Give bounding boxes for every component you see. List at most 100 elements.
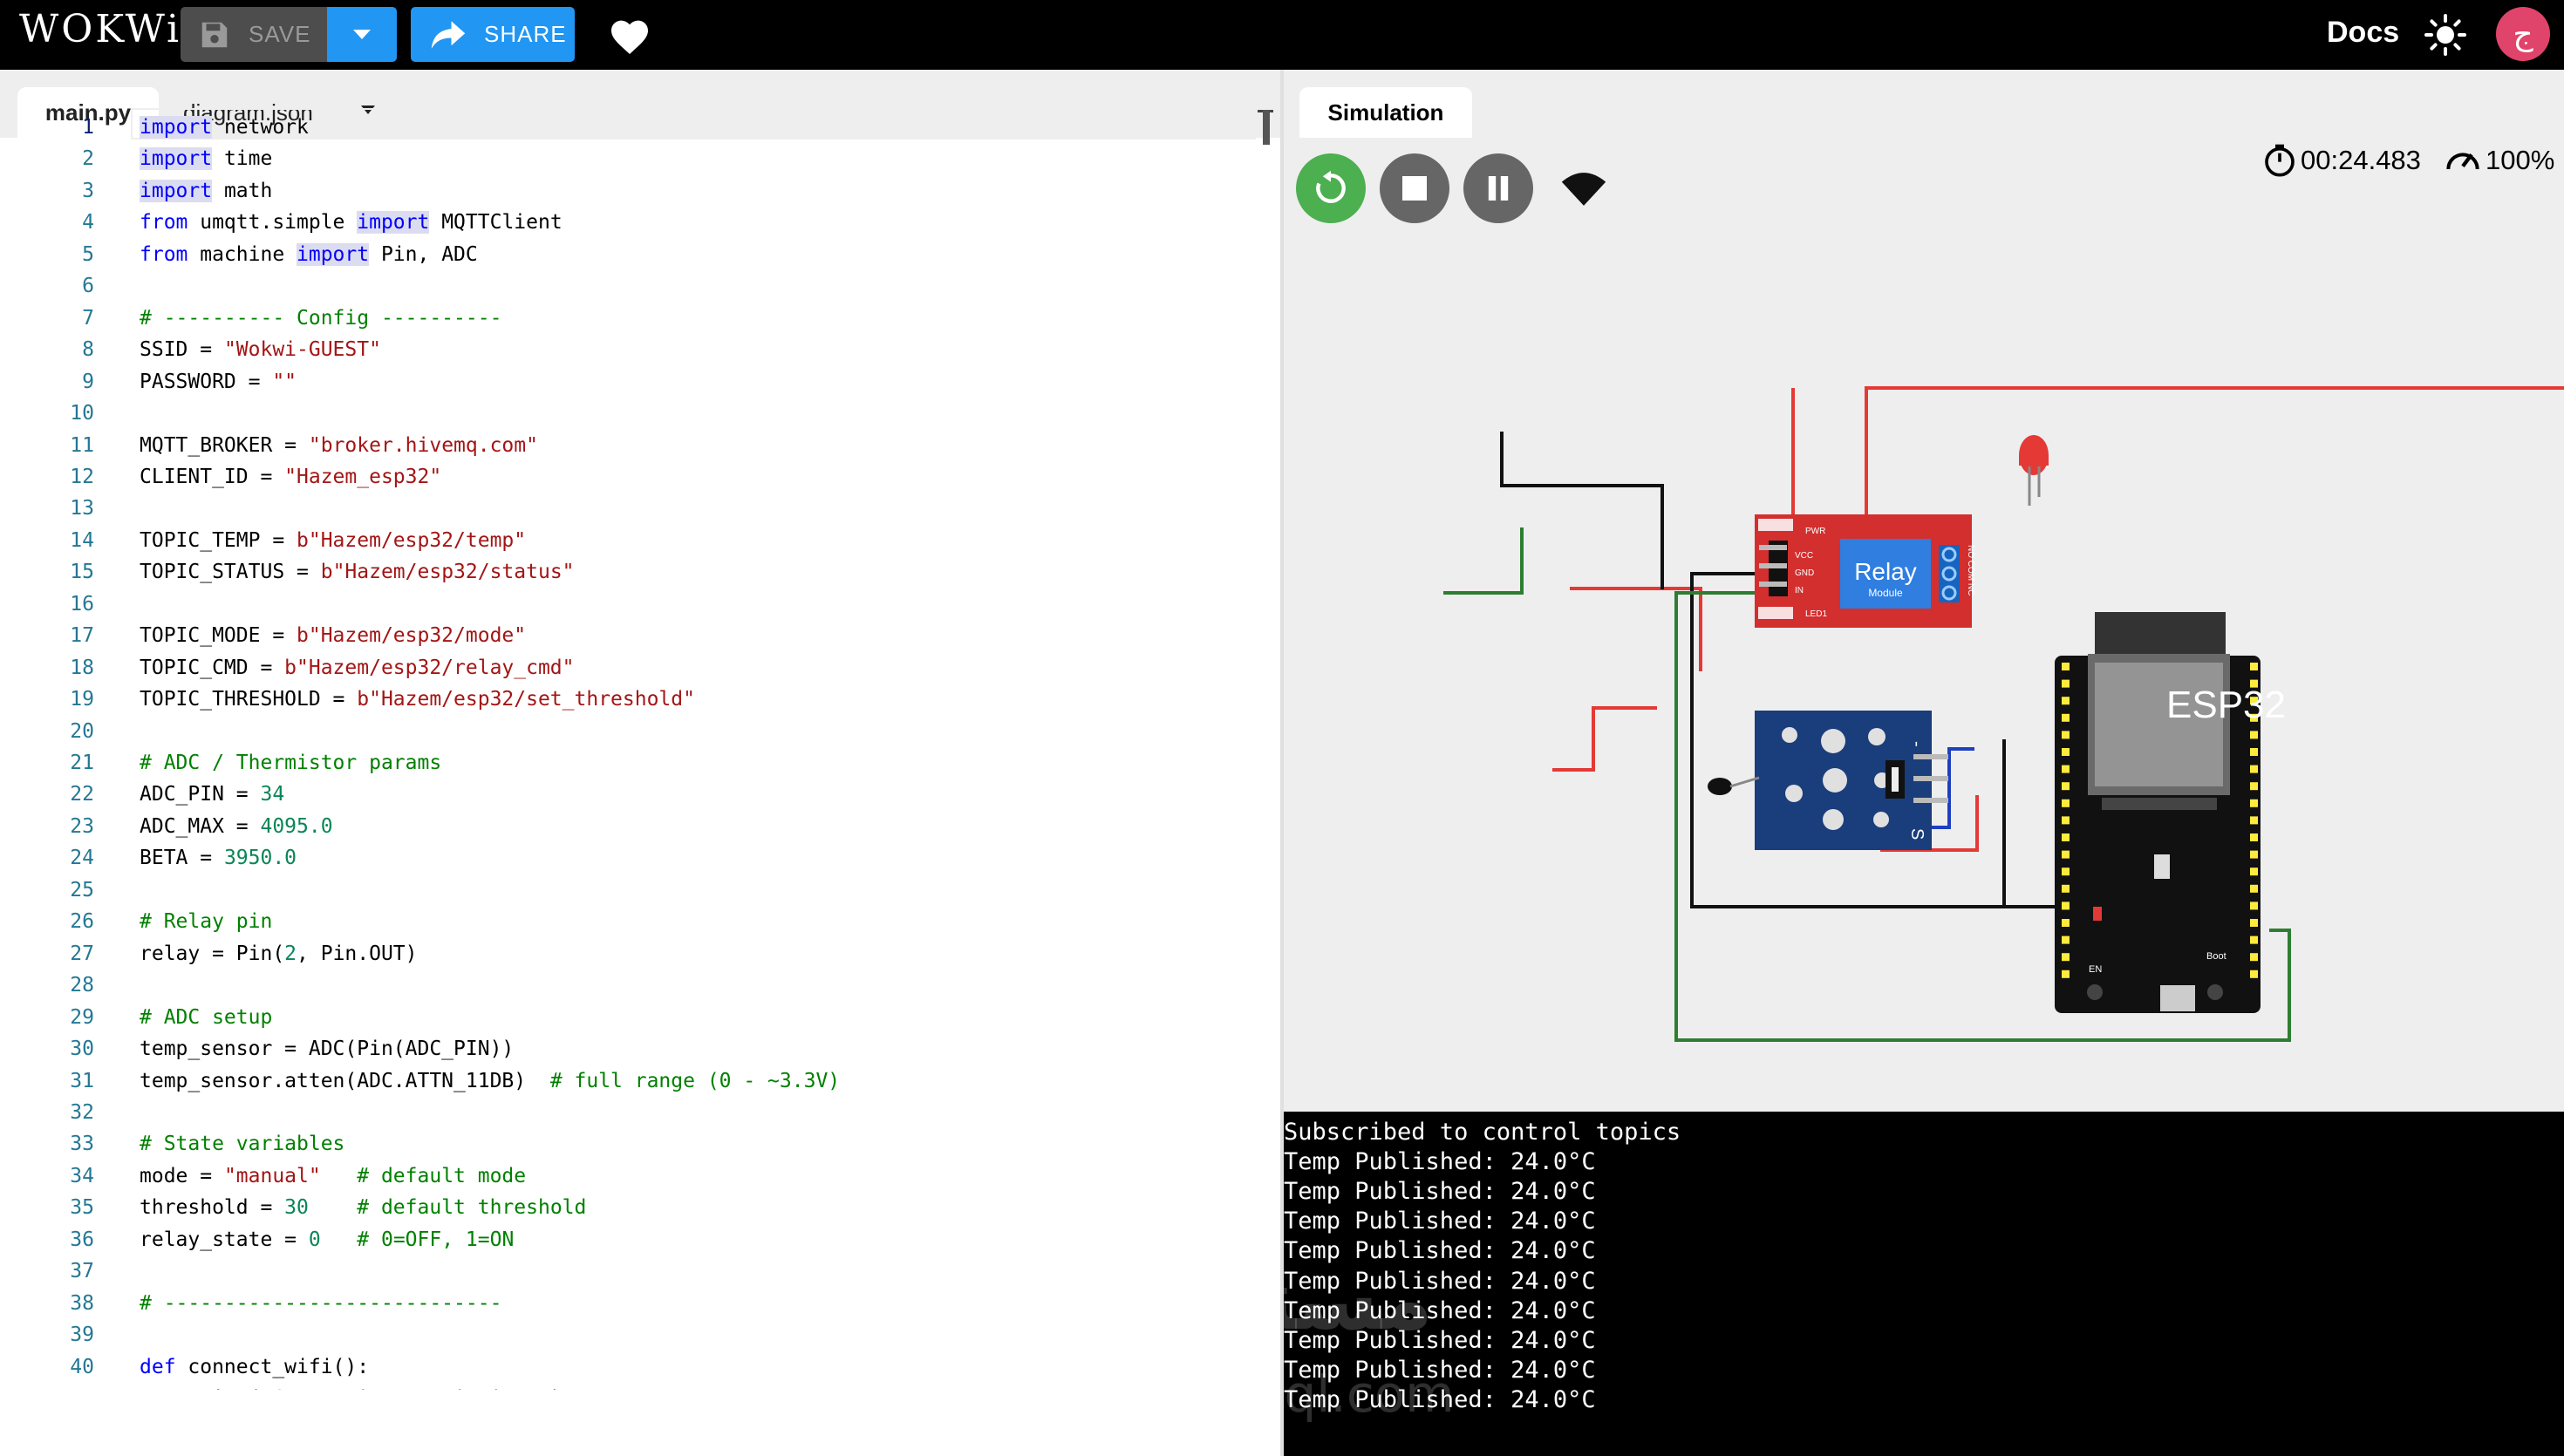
save-button[interactable]: SAVE bbox=[181, 7, 327, 62]
line-number: 34 bbox=[70, 1164, 94, 1187]
line-number: 35 bbox=[70, 1196, 94, 1220]
relay-pin-vcc: VCC bbox=[1795, 551, 1813, 561]
esp32-pin bbox=[2062, 765, 2070, 773]
restart-simulation-button[interactable] bbox=[1296, 153, 1366, 223]
esp32-pin bbox=[2062, 953, 2070, 962]
code-line[interactable]: 26# Relay pin bbox=[0, 906, 1256, 937]
esp32-pin bbox=[2250, 833, 2258, 841]
pause-simulation-button[interactable] bbox=[1463, 153, 1533, 223]
esp32-pin bbox=[2062, 713, 2070, 722]
code-line[interactable]: 16 bbox=[0, 589, 1256, 620]
panel-splitter[interactable] bbox=[1280, 70, 1284, 1456]
code-line[interactable]: 9 PASSWORD = "" bbox=[0, 366, 1256, 398]
code-text: MQTT_BROKER = "broker.hivemq.com" bbox=[140, 433, 538, 457]
code-text: TOPIC_MODE = b"Hazem/esp32/mode" bbox=[140, 624, 527, 648]
speedometer-icon bbox=[2446, 153, 2479, 170]
code-line[interactable]: 21# ADC / Thermistor params bbox=[0, 747, 1256, 779]
code-line[interactable]: 25 bbox=[0, 874, 1256, 906]
line-number: 11 bbox=[70, 433, 94, 457]
code-line[interactable]: 29# ADC setup bbox=[0, 1002, 1256, 1033]
wifi-icon[interactable] bbox=[1561, 171, 1606, 208]
code-line[interactable]: 38# ---------------------------- bbox=[0, 1288, 1256, 1319]
red-led bbox=[2019, 435, 2049, 506]
code-line[interactable]: 7# ---------- Config ---------- bbox=[0, 303, 1256, 334]
code-line[interactable]: 13 bbox=[0, 493, 1256, 524]
relay-pwr-label: PWR bbox=[1805, 527, 1825, 536]
share-button[interactable]: SHARE bbox=[411, 7, 575, 62]
save-options-dropdown[interactable] bbox=[327, 7, 397, 62]
circuit-diagram[interactable]: ESP32 Relay Module PWR LED1 VCC GND IN N… bbox=[1284, 70, 2564, 1112]
tabs-menu-chevron-icon[interactable] bbox=[358, 103, 378, 117]
code-line[interactable]: 33# State variables bbox=[0, 1128, 1256, 1160]
line-number: 13 bbox=[70, 497, 94, 520]
esp32-pins bbox=[2062, 663, 2258, 978]
console-line: Temp Published: 24.0°C bbox=[1284, 1326, 1596, 1354]
code-line[interactable]: 20 bbox=[0, 716, 1256, 747]
relay-module bbox=[1755, 514, 1972, 628]
tab-simulation[interactable]: Simulation bbox=[1299, 87, 1472, 138]
sun-icon[interactable] bbox=[2424, 14, 2466, 56]
heart-icon[interactable] bbox=[609, 17, 651, 56]
esp32-boot-label: Boot bbox=[2206, 951, 2226, 962]
line-number: 21 bbox=[70, 752, 94, 774]
code-line[interactable]: 11 MQTT_BROKER = "broker.hivemq.com" bbox=[0, 430, 1256, 461]
code-line[interactable]: 4 from umqtt.simple import MQTTClient bbox=[0, 207, 1256, 238]
console-line: Temp Published: 24.0°C bbox=[1284, 1385, 1596, 1413]
code-text: SSID = "Wokwi-GUEST" bbox=[140, 338, 381, 362]
code-line[interactable]: 28 bbox=[0, 970, 1256, 1001]
code-editor-panel: main.py diagram.json bbox=[0, 70, 1282, 1456]
wire-red-top bbox=[1865, 386, 2564, 529]
code-text: TOPIC_STATUS = b"Hazem/esp32/status" bbox=[140, 561, 575, 584]
sensor-s-label: S bbox=[1907, 828, 1926, 840]
esp32-pin bbox=[2250, 867, 2258, 876]
code-text: PASSWORD = "" bbox=[140, 370, 297, 393]
pause-icon bbox=[1488, 176, 1509, 201]
code-line[interactable]: 41 print("Connecting to Wi-Fi...") bbox=[0, 1383, 1256, 1390]
code-line[interactable]: 39 bbox=[0, 1319, 1256, 1351]
editor-scrollbar-thumb[interactable] bbox=[1258, 110, 1273, 145]
code-text: from umqtt.simple import MQTTClient bbox=[140, 211, 563, 235]
line-number: 2 bbox=[82, 147, 94, 171]
stop-simulation-button[interactable] bbox=[1380, 153, 1449, 223]
code-line[interactable]: 6 bbox=[0, 270, 1256, 302]
esp32-pin bbox=[2062, 884, 2070, 893]
code-text: relay_state = 0 # 0=OFF, 1=ON bbox=[140, 1228, 515, 1251]
code-text: # ---------------------------- bbox=[140, 1291, 502, 1315]
esp32-pin bbox=[2250, 731, 2258, 739]
line-number: 22 bbox=[70, 783, 94, 806]
docs-link[interactable]: Docs bbox=[2327, 16, 2400, 49]
tab-main-py[interactable]: main.py bbox=[17, 87, 159, 138]
esp32-en-label: EN bbox=[2089, 964, 2102, 975]
user-avatar[interactable]: ج bbox=[2496, 7, 2550, 61]
esp32-pin bbox=[2250, 919, 2258, 927]
wokwi-logo[interactable]: WOKWi bbox=[19, 7, 182, 51]
line-number: 9 bbox=[82, 370, 94, 393]
code-line[interactable]: 32 bbox=[0, 1097, 1256, 1128]
code-line[interactable]: 10 bbox=[0, 398, 1256, 429]
line-number: 4 bbox=[82, 211, 94, 235]
code-line[interactable]: 37 bbox=[0, 1255, 1256, 1287]
